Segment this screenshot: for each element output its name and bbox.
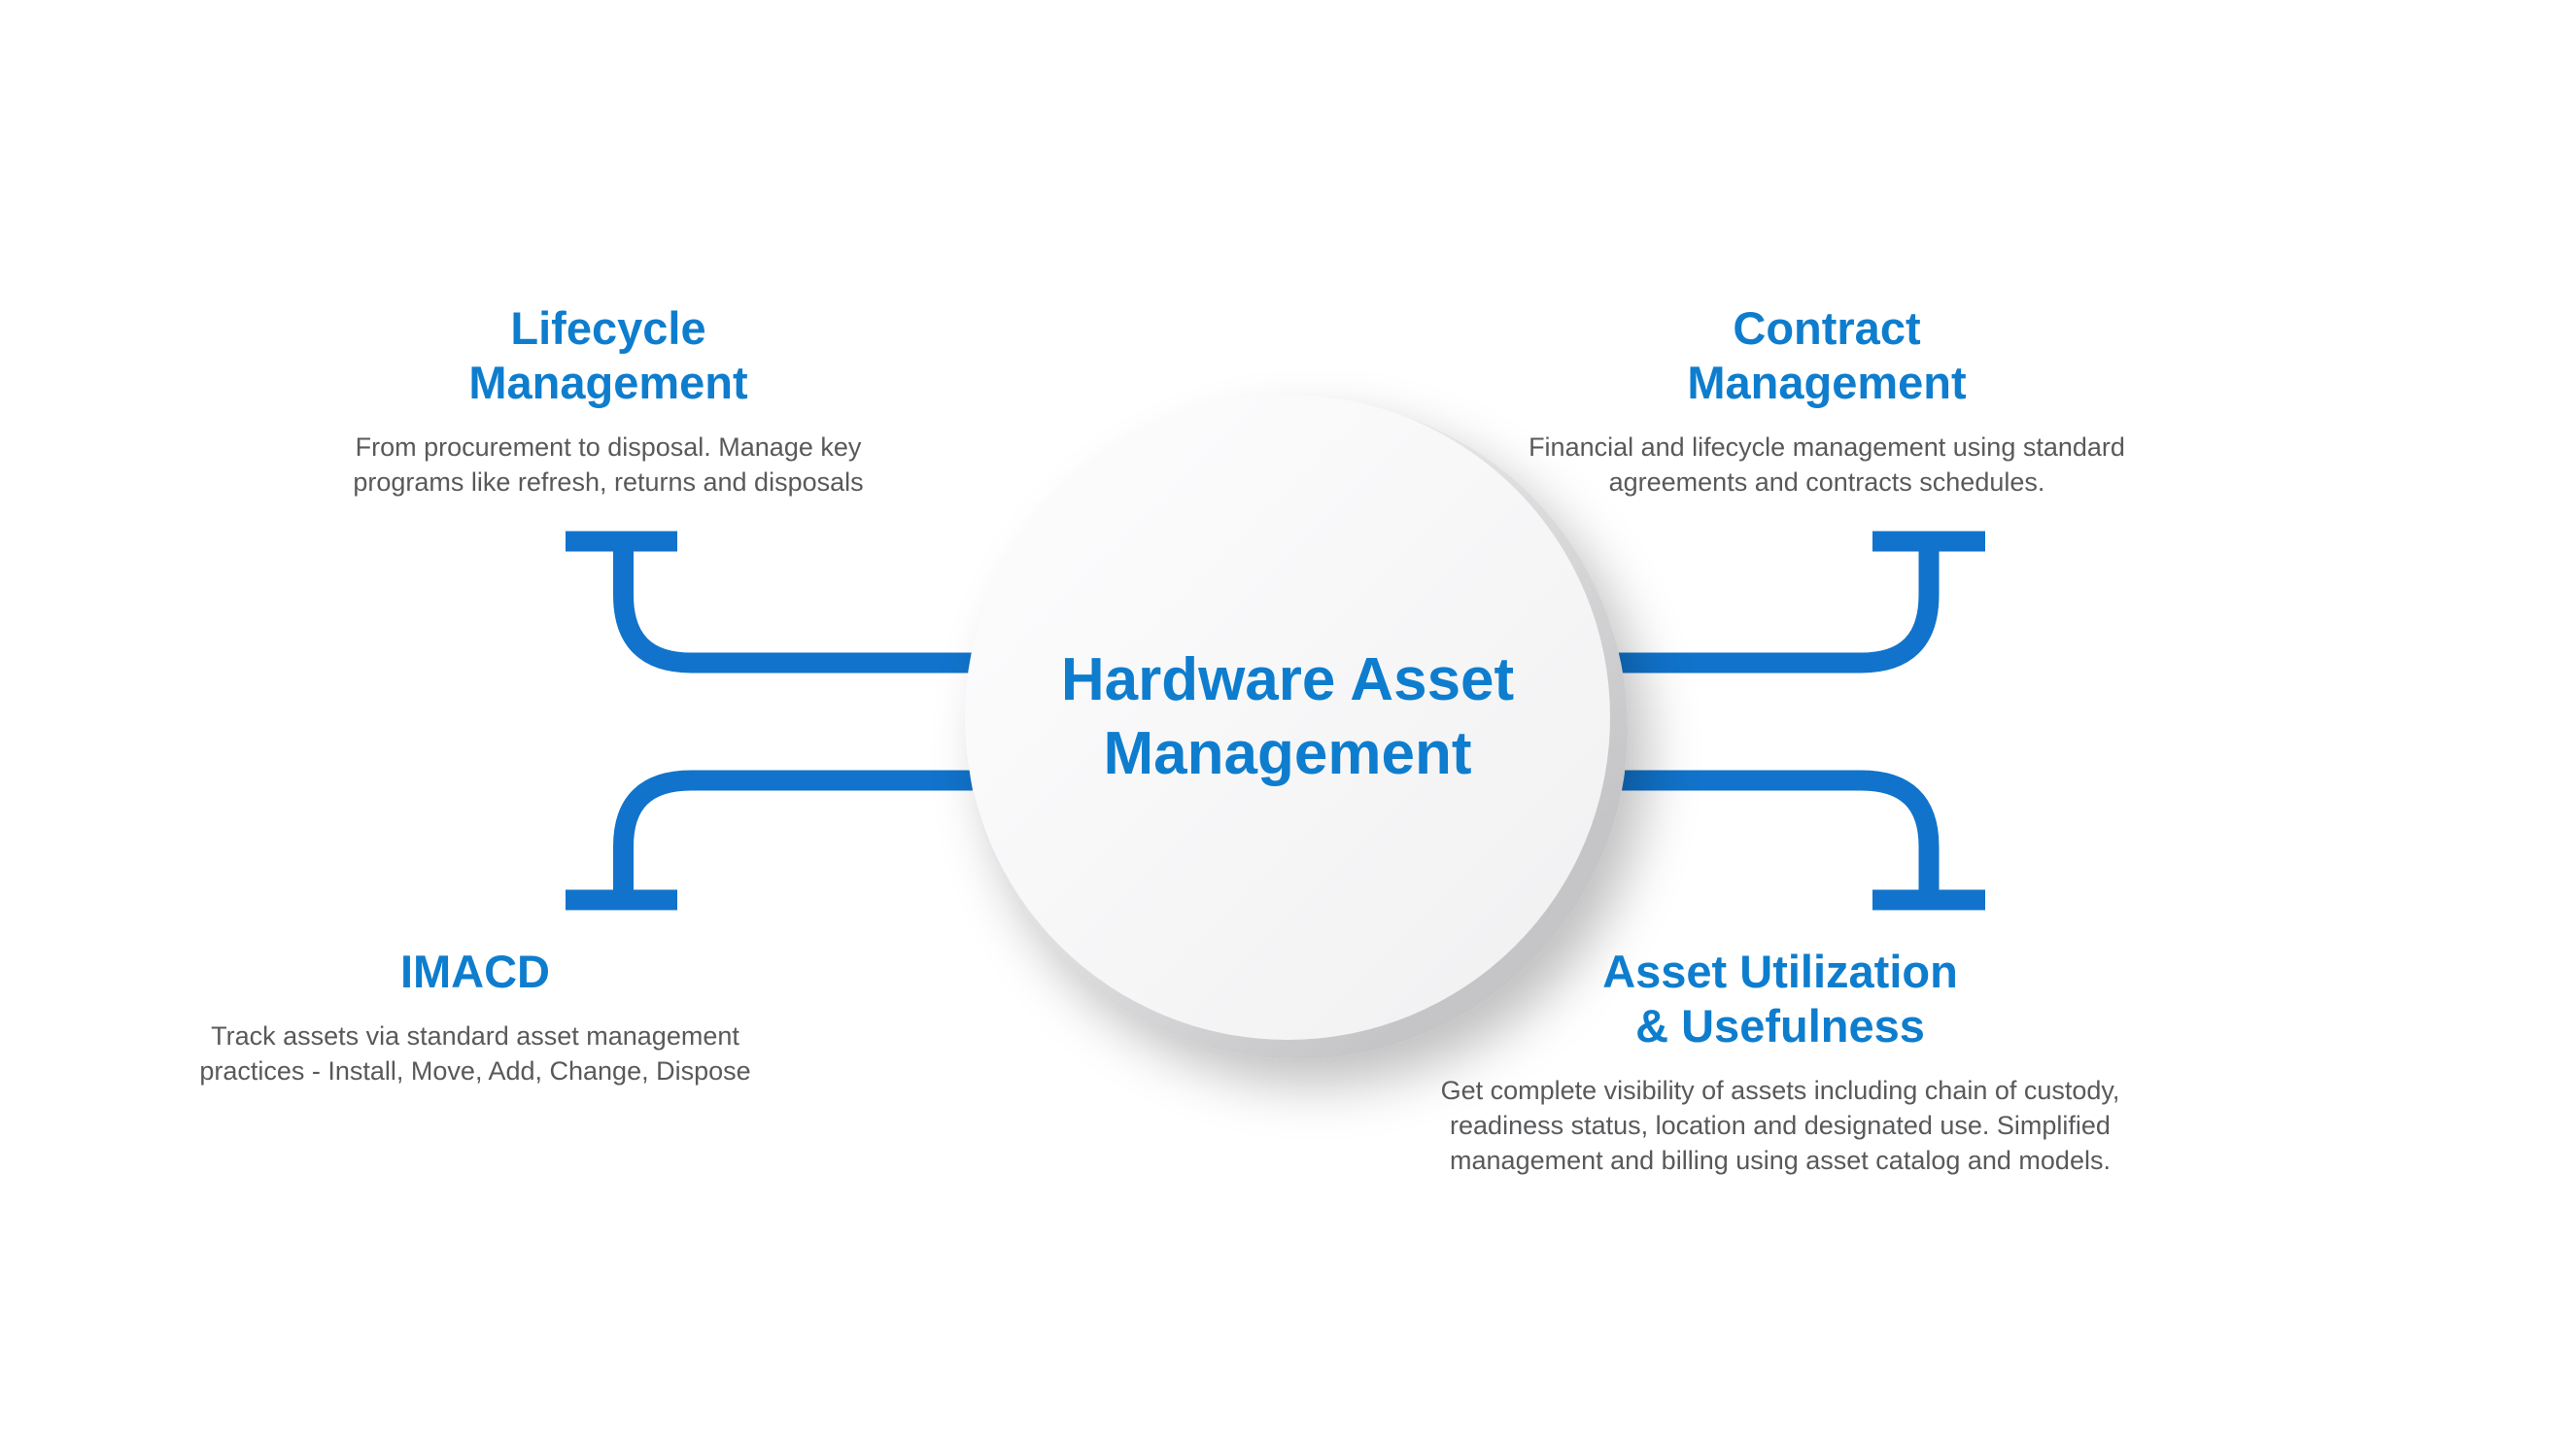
section-asset-utilization-usefulness: Asset Utilization & Usefulness Get compl… <box>1391 945 2169 1178</box>
section-lifecycle-management-description: From procurement to disposal. Manage key… <box>353 432 864 497</box>
hub-circle: Hardware Asset Management <box>965 395 1610 1040</box>
section-asset-utilization-usefulness-title: Asset Utilization & Usefulness <box>1602 946 1958 1052</box>
section-imacd-description: Track assets via standard asset manageme… <box>199 1021 751 1086</box>
section-contract-management: Contract Management Financial and lifecy… <box>1458 301 2196 500</box>
connector-bottom-right-pipe <box>1584 770 1940 900</box>
section-imacd-title: IMACD <box>399 946 551 997</box>
connector-bottom-left-pipe <box>613 770 1001 900</box>
section-lifecycle-management: Lifecycle Management From procurement to… <box>268 301 948 500</box>
section-contract-management-title: Contract Management <box>1687 302 1967 408</box>
connector-top-left-pipe <box>613 541 1001 673</box>
section-lifecycle-management-title: Lifecycle Management <box>468 302 748 408</box>
section-imacd: IMACD Track assets via standard asset ma… <box>135 945 815 1088</box>
connector-top-right-pipe <box>1584 541 1940 673</box>
section-asset-utilization-usefulness-description: Get complete visibility of assets includ… <box>1440 1076 2120 1175</box>
hub-title: Hardware Asset Management <box>1060 646 1515 787</box>
section-contract-management-description: Financial and lifecycle management using… <box>1528 432 2125 497</box>
